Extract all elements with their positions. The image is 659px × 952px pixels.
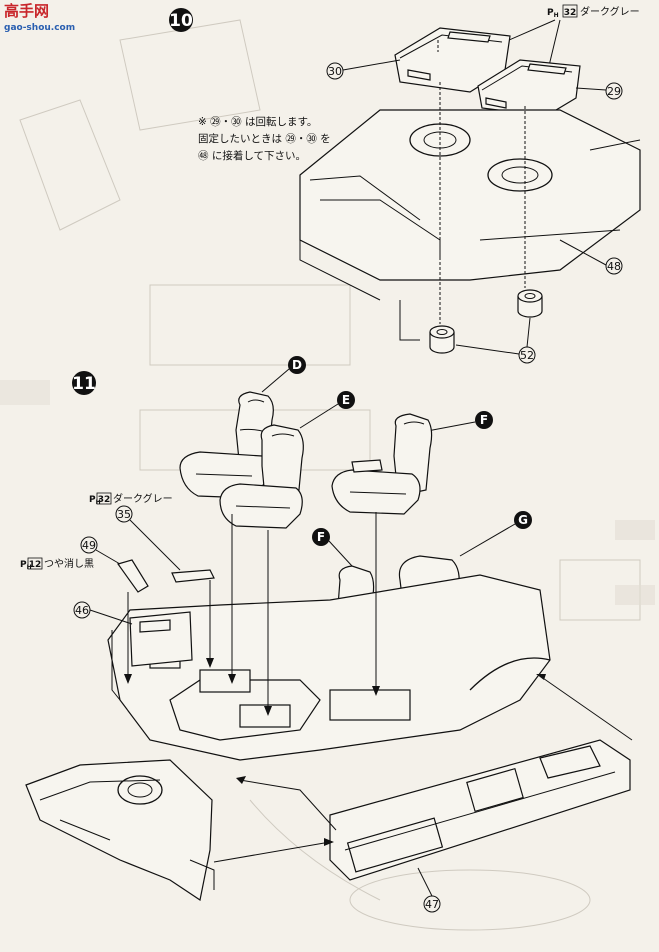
svg-text:30: 30	[328, 65, 342, 78]
svg-text:E: E	[342, 393, 350, 407]
paint-49-ref: 12	[29, 560, 42, 570]
svg-text:49: 49	[82, 539, 96, 552]
step-10-paint-callout: PH 32 ダークグレー	[499, 4, 640, 71]
part-49	[117, 559, 149, 593]
part-49-callout: 49 PH 12 つや消し黒	[20, 536, 121, 571]
step-10-paint-ref: 32	[564, 8, 577, 18]
seat-letter-f-upper: F	[421, 411, 493, 433]
part-29-seat-base	[477, 59, 581, 117]
paint-49-label: つや消し黒	[44, 557, 94, 570]
step-11: 11 D E F F G	[20, 356, 633, 913]
step-10-paint-label: ダークグレー	[580, 5, 640, 18]
step-10-number: 10	[169, 11, 193, 31]
note-line-2: 固定したいときは ㉙・㉚ を	[198, 132, 331, 145]
dashboard-part	[25, 759, 215, 901]
part-47-callout: 47	[417, 867, 441, 913]
part-47-door-panel	[329, 739, 631, 881]
note-line-3: ㊽ に接着して下さい。	[198, 149, 306, 162]
part-52-pivots	[429, 289, 543, 354]
step-11-badge	[72, 371, 96, 395]
part-46-body-tub	[107, 574, 551, 761]
watermark-logo: 高手网 gao-shou.com	[4, 2, 75, 33]
svg-text:35: 35	[117, 508, 131, 521]
seat-letter-g: G	[459, 511, 532, 557]
part-48-floor	[299, 109, 641, 341]
svg-text:F: F	[317, 530, 325, 544]
paint-35-ref: 32	[98, 495, 111, 505]
watermark-brand: 高手网	[4, 2, 49, 20]
part-30-seat-base	[394, 27, 511, 93]
watermark-url: gao-shou.com	[4, 23, 75, 33]
part-35-callout: PH 32 ダークグレー 35	[89, 492, 181, 571]
step-11-number: 11	[72, 374, 96, 394]
step-10-note: ※ ㉙・㉚ は回転します。 固定したいときは ㉙・㉚ を ㊽ に接着して下さい。	[198, 116, 331, 162]
svg-text:46: 46	[75, 604, 89, 617]
svg-text:PH: PH	[20, 560, 32, 571]
step-10-badge	[169, 8, 193, 32]
seat-e	[219, 424, 304, 529]
note-line-1: ※ ㉙・㉚ は回転します。	[198, 116, 317, 128]
assembly-arrows	[124, 512, 633, 863]
part-52-callout: 52	[455, 317, 536, 364]
svg-text:G: G	[518, 513, 528, 527]
seat-letter-e: E	[299, 391, 355, 429]
part-29-callout: 29	[575, 82, 623, 100]
step-10: 10 PH 32 ダークグレー ※ ㉙・㉚ は回転します。 固定したいときは ㉙…	[169, 4, 641, 364]
seat-letter-d: D	[261, 356, 306, 393]
svg-text:F: F	[480, 413, 488, 427]
svg-text:29: 29	[607, 85, 621, 98]
svg-text:48: 48	[607, 260, 621, 273]
part-48-callout: 48	[559, 239, 623, 275]
part-35	[171, 569, 215, 583]
part-30-callout: 30	[326, 59, 401, 80]
seat-d	[179, 391, 274, 499]
seat-f-upper	[331, 413, 433, 515]
svg-text:D: D	[292, 358, 302, 372]
part-46-callout: 46	[73, 601, 133, 625]
paint-35-label: ダークグレー	[113, 492, 173, 505]
svg-text:PH: PH	[89, 495, 101, 506]
seat-letter-f-lower: F	[312, 528, 353, 567]
svg-text:PH: PH	[547, 8, 559, 19]
svg-text:52: 52	[520, 349, 534, 362]
svg-text:47: 47	[425, 898, 439, 911]
